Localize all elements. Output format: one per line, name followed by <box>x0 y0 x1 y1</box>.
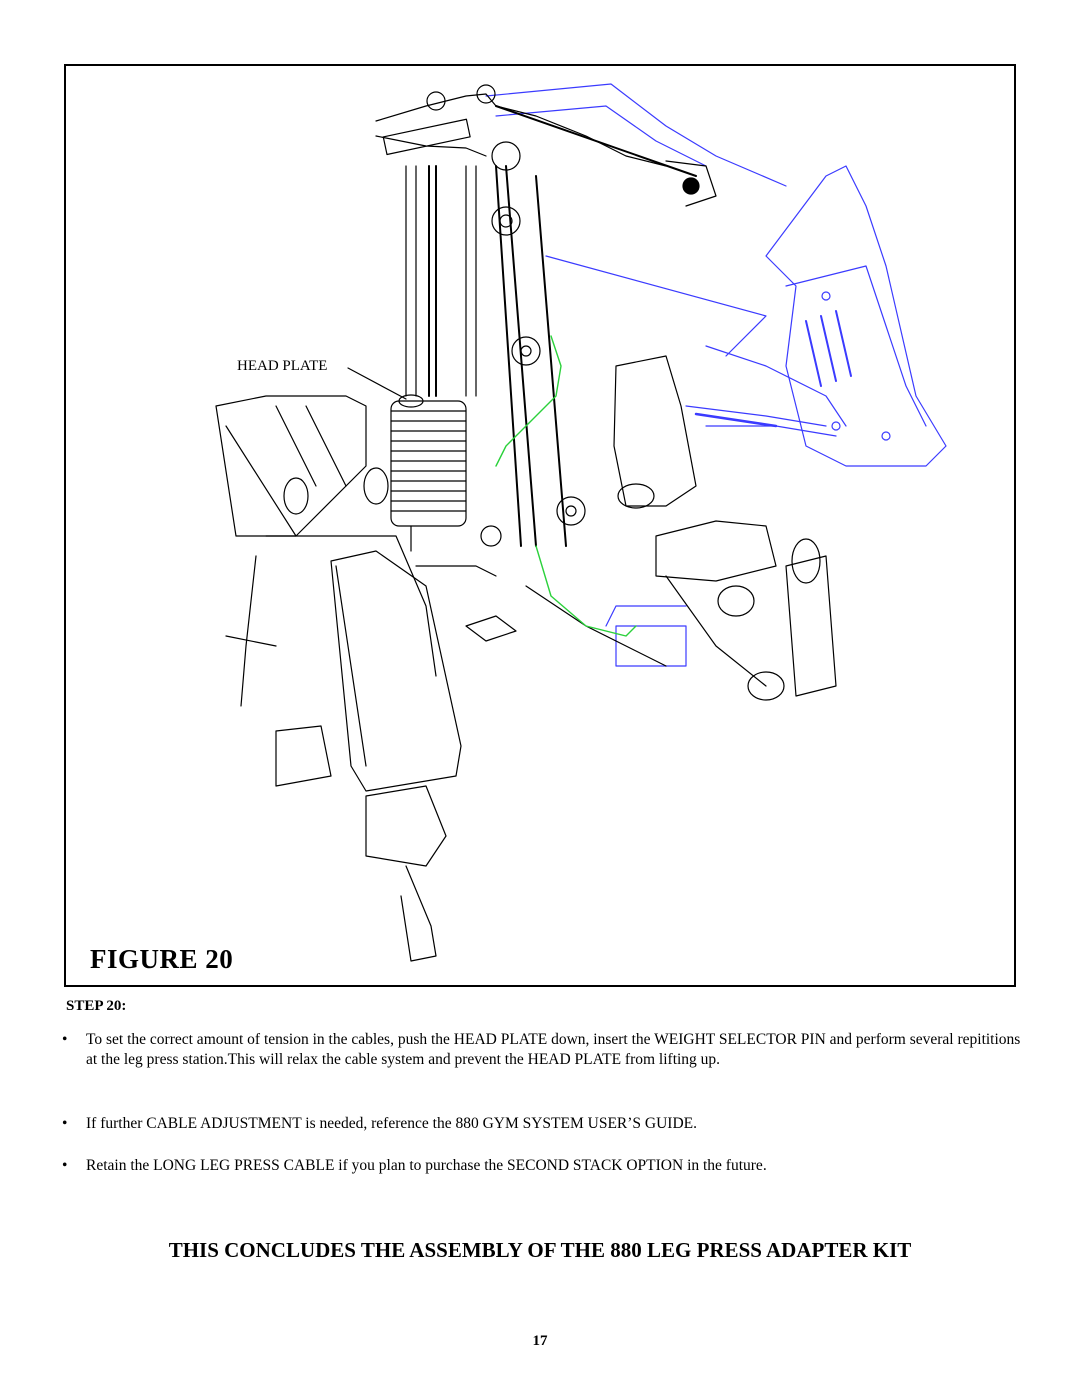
bullet-dot-icon: • <box>62 1157 68 1174</box>
seat-back <box>613 355 697 507</box>
instruction-text: If further CABLE ADJUSTMENT is needed, r… <box>86 1115 698 1132</box>
conclusion-heading: THIS CONCLUDES THE ASSEMBLY OF THE 880 L… <box>168 1238 912 1262</box>
figure-label: FIGURE 20 <box>90 944 234 974</box>
gym-frame <box>215 84 837 962</box>
weight-stack <box>390 394 467 527</box>
page-number: 17 <box>532 1333 548 1349</box>
gym-assembly-illustration <box>215 83 947 962</box>
bullet-dot-icon: • <box>62 1115 68 1132</box>
green-cable <box>495 335 637 637</box>
head-plate-callout: HEAD PLATE <box>237 358 328 374</box>
step-heading: STEP 20: <box>66 998 127 1014</box>
bullet-dot-icon: • <box>62 1031 68 1048</box>
figure-frame: HEAD PLATE <box>64 64 1016 987</box>
instruction-text: Retain the LONG LEG PRESS CABLE if you p… <box>86 1157 767 1174</box>
list-item: • To set the correct amount of tension i… <box>62 1030 1022 1070</box>
seat-pad <box>655 520 777 582</box>
bench-pad <box>330 550 462 792</box>
list-item: • Retain the LONG LEG PRESS CABLE if you… <box>62 1156 1022 1176</box>
leg-press-unit <box>485 83 947 667</box>
list-item: • If further CABLE ADJUSTMENT is needed,… <box>62 1114 1022 1134</box>
instruction-text: To set the correct amount of tension in … <box>86 1031 1021 1068</box>
